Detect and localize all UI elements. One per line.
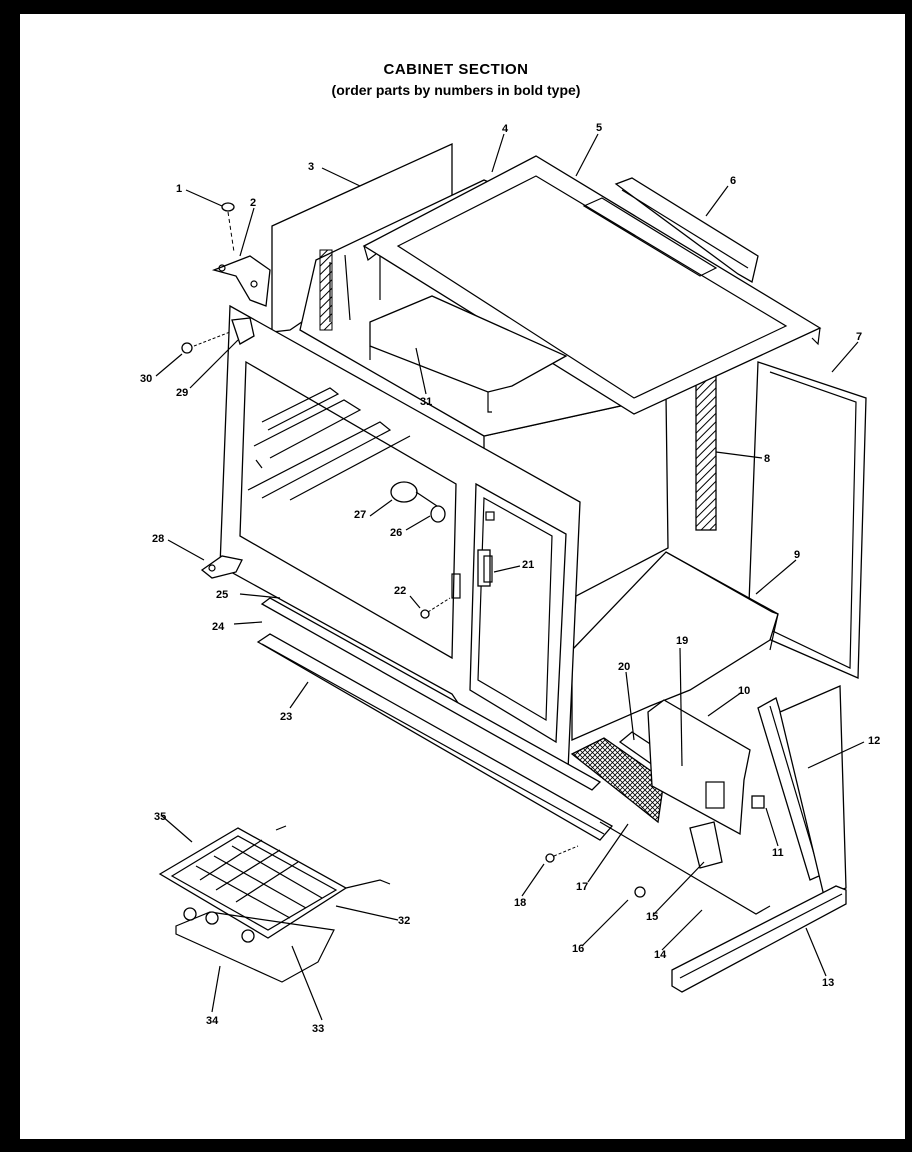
- part-rear-lower-panel: [647, 699, 751, 836]
- callout-16: 16: [572, 943, 584, 955]
- part-left-bracket: [181, 317, 255, 354]
- callout-18: 18: [514, 897, 526, 909]
- callout-2: 2: [250, 197, 256, 209]
- part-rear-column: [695, 371, 717, 531]
- callout-3: 3: [308, 161, 314, 173]
- diagram-title: CABINET SECTION: [383, 61, 529, 78]
- part-fastener-22: [420, 573, 461, 619]
- callout-6: 6: [730, 175, 736, 187]
- callout-5: 5: [596, 122, 602, 134]
- callout-24: 24: [212, 621, 225, 633]
- callout-leaders: [155, 133, 865, 1021]
- callout-31: 31: [420, 396, 432, 408]
- part-front-frame: [219, 304, 581, 772]
- callout-10: 10: [738, 685, 750, 697]
- callout-28: 28: [152, 533, 164, 545]
- callout-30: 30: [140, 373, 152, 385]
- part-base-panel: [671, 685, 847, 993]
- part-trim-strip-24: [260, 597, 602, 791]
- callout-8: 8: [764, 453, 770, 465]
- callout-26: 26: [390, 527, 402, 539]
- part-top-panel: [362, 155, 822, 415]
- diagram-subtitle: (order parts by numbers in bold type): [331, 82, 581, 98]
- part-screw-18: [545, 845, 579, 863]
- part-drip-pan: [175, 907, 335, 983]
- callout-25: 25: [216, 589, 228, 601]
- callout-35: 35: [154, 811, 166, 823]
- part-trim-strip-23: [256, 633, 614, 841]
- callout-20: 20: [618, 661, 630, 673]
- part-oven-lamp: [390, 481, 446, 523]
- part-door-handle: [477, 549, 493, 587]
- part-broil-rack: [158, 825, 391, 939]
- callout-11: 11: [772, 847, 784, 859]
- callout-22: 22: [394, 585, 406, 597]
- callout-29: 29: [176, 387, 188, 399]
- callout-21: 21: [522, 559, 534, 571]
- callout-32: 32: [398, 915, 410, 927]
- callout-34: 34: [206, 1015, 219, 1027]
- part-lower-hinge: [200, 555, 243, 579]
- callout-15: 15: [646, 911, 658, 923]
- part-rear-vent: [614, 177, 759, 283]
- callout-4: 4: [502, 123, 509, 135]
- callout-12: 12: [868, 735, 880, 747]
- callout-13: 13: [822, 977, 834, 989]
- callout-1: 1: [176, 183, 182, 195]
- part-clip: [751, 795, 765, 809]
- part-base-tray: [599, 821, 771, 915]
- callout-14: 14: [654, 949, 667, 961]
- callout-17: 17: [576, 881, 588, 893]
- callout-labels: 1 2 3 4 5 6 7 8 9 10 11 12 13 14 15 16 1…: [140, 122, 880, 1035]
- callout-7: 7: [856, 331, 862, 343]
- callout-19: 19: [676, 635, 688, 647]
- part-hinge-bracket: [211, 202, 271, 307]
- callout-23: 23: [280, 711, 292, 723]
- part-right-side-panel: [747, 361, 867, 679]
- part-inner-shelf: [369, 295, 568, 413]
- callout-27: 27: [354, 509, 366, 521]
- callout-9: 9: [794, 549, 800, 561]
- callout-33: 33: [312, 1023, 324, 1035]
- part-floor-panel: [571, 551, 779, 741]
